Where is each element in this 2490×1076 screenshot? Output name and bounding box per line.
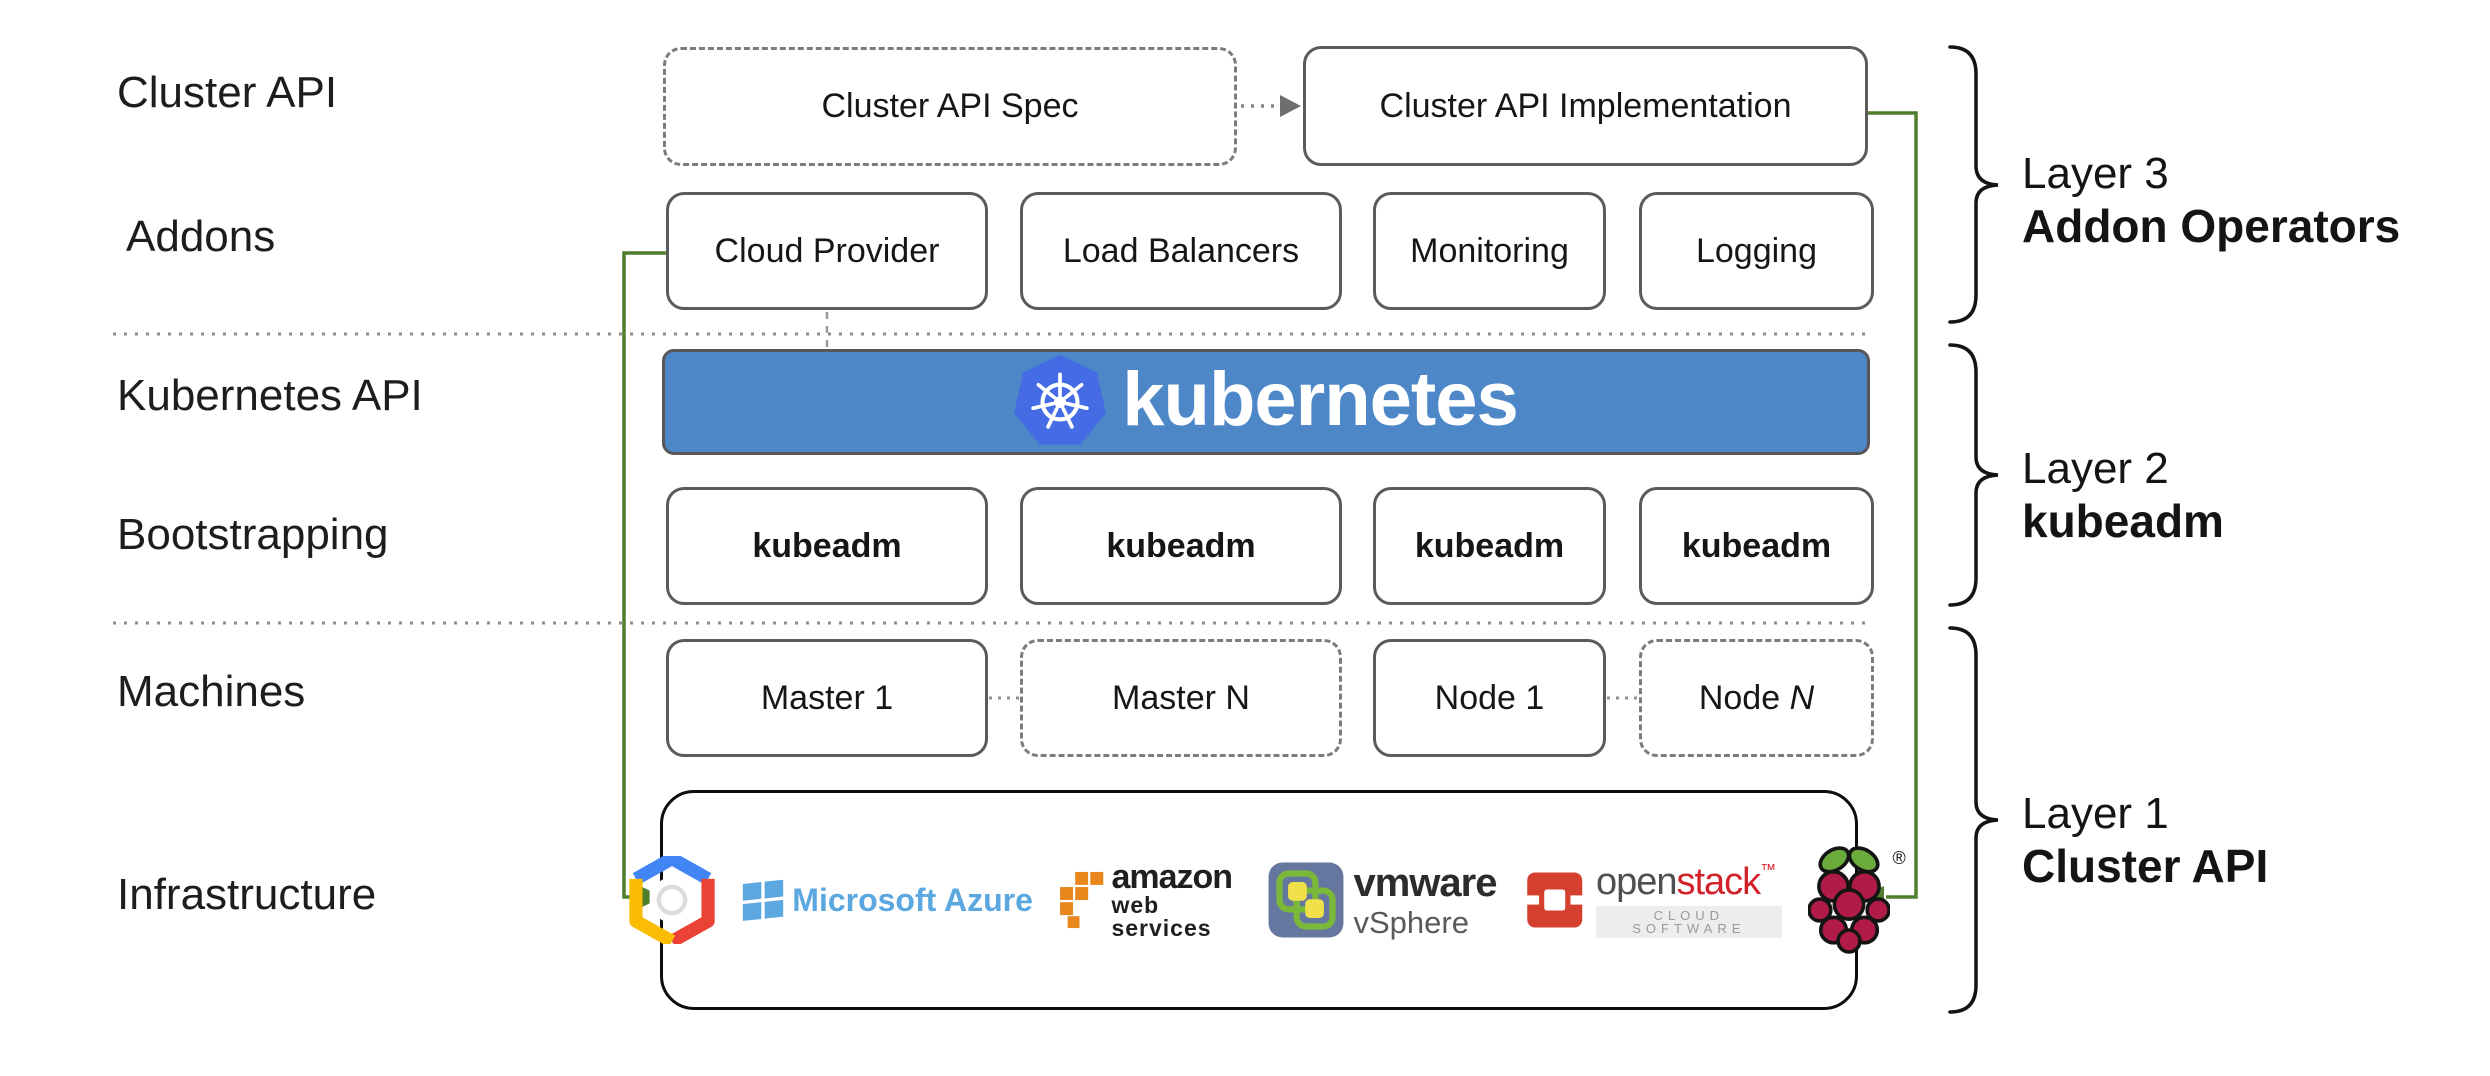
machine-box-node-1: Node 1 (1373, 639, 1606, 757)
machine-box-master-n: Master N (1020, 639, 1342, 757)
vmware-text: vmware (1353, 860, 1497, 905)
node-n-suffix: N (1789, 678, 1815, 717)
aws-subtext: web services (1111, 892, 1212, 941)
microsoft-azure-logo: Microsoft Azure (742, 879, 1033, 921)
layer-2-title: Layer 2 (2022, 444, 2169, 493)
left-green-connector (622, 251, 666, 899)
azure-text: Microsoft Azure (792, 881, 1033, 918)
row-label-bootstrapping: Bootstrapping (117, 510, 389, 559)
layer-3-title: Layer 3 (2022, 149, 2169, 198)
row-label-machines: Machines (117, 667, 306, 716)
row-label-infrastructure: Infrastructure (117, 870, 377, 919)
infrastructure-box: Microsoft Azure amazon web services (629, 790, 1906, 1010)
openstack-logo: openstack™ CLOUD SOFTWARE (1522, 860, 1782, 938)
cluster-api-implementation-box: Cluster API Implementation (1303, 46, 1868, 166)
machine-box-master-1: Master 1 (666, 639, 988, 757)
kubeadm-label: kubeadm (752, 526, 902, 565)
kubeadm-box-4: kubeadm (1639, 487, 1874, 605)
kubernetes-logo-icon (1014, 355, 1107, 445)
row-label-kubernetes-api: Kubernetes API (117, 371, 423, 420)
aws-logo: amazon web services (1059, 860, 1242, 940)
aws-cubes-icon (1059, 871, 1104, 929)
row-label-cluster-api: Cluster API (117, 68, 338, 117)
google-cloud-icon (629, 856, 715, 944)
openstack-text: openstack™ (1595, 860, 1782, 903)
layer-2-label: Layer 2 kubeadm (2022, 442, 2224, 548)
vsphere-text: vSphere (1353, 904, 1469, 940)
addon-box-load-balancers: Load Balancers (1020, 192, 1342, 310)
openstack-tm: ™ (1760, 861, 1776, 879)
openstack-open-text: open (1595, 860, 1678, 903)
cluster-api-spec-box: Cluster API Spec (663, 47, 1237, 166)
openstack-stack-text: stack (1676, 860, 1761, 903)
addon-label: Monitoring (1410, 231, 1569, 270)
kubeadm-box-3: kubeadm (1373, 487, 1606, 605)
google-cloud-logo (628, 856, 716, 944)
amazon-text: amazon (1111, 858, 1233, 896)
kubeadm-label: kubeadm (1681, 526, 1832, 565)
kubernetes-banner: kubernetes (662, 349, 1870, 455)
addon-label: Cloud Provider (714, 231, 940, 270)
machine-label: Node N (1699, 679, 1814, 718)
machine-label: Master N (1112, 678, 1250, 717)
machine-box-node-n: Node N (1639, 639, 1874, 757)
azure-flag-icon (743, 879, 784, 921)
machine-label: Node 1 (1434, 678, 1545, 717)
layer-2-subtitle: kubeadm (2022, 495, 2224, 547)
raspberry-pi-registered-mark: ® (1892, 848, 1906, 868)
right-green-connector (1868, 111, 1918, 899)
kubeadm-box-1: kubeadm (666, 487, 988, 605)
layer-1-subtitle: Cluster API (2022, 840, 2269, 892)
addon-box-cloud-provider: Cloud Provider (666, 192, 988, 310)
layer-3-label: Layer 3 Addon Operators (2022, 147, 2400, 253)
layer2-brace (1948, 343, 1999, 607)
kubeadm-box-2: kubeadm (1020, 487, 1342, 605)
cluster-api-implementation-label: Cluster API Implementation (1379, 86, 1792, 125)
kubeadm-label: kubeadm (1106, 526, 1256, 565)
layer-3-subtitle: Addon Operators (2022, 200, 2401, 252)
layer3-brace (1948, 45, 1999, 324)
layer1-brace (1948, 626, 1999, 1014)
addon-box-logging: Logging (1639, 192, 1874, 310)
row-label-addons: Addons (126, 212, 276, 261)
addon-label: Logging (1695, 231, 1817, 270)
vmware-vsphere-logo: vmware vSphere (1267, 860, 1497, 940)
cluster-api-spec-label: Cluster API Spec (821, 87, 1079, 125)
raspberry-pi-logo: ® (1807, 842, 1906, 958)
layer-1-title: Layer 1 (2022, 789, 2169, 838)
addon-box-monitoring: Monitoring (1373, 192, 1606, 310)
node-n-prefix: Node (1698, 678, 1790, 717)
addon-label: Load Balancers (1062, 231, 1300, 270)
openstack-icon (1522, 872, 1588, 928)
spec-arrowhead-icon (1280, 95, 1301, 117)
kubernetes-wordmark: kubernetes (1122, 356, 1518, 442)
layer-1-label: Layer 1 Cluster API (2022, 787, 2268, 893)
machine-label: Master 1 (760, 678, 894, 717)
vsphere-icon (1269, 862, 1344, 938)
openstack-subtext: CLOUD SOFTWARE (1595, 905, 1782, 938)
kubeadm-label: kubeadm (1414, 526, 1565, 565)
raspberry-pi-icon (1807, 846, 1890, 954)
